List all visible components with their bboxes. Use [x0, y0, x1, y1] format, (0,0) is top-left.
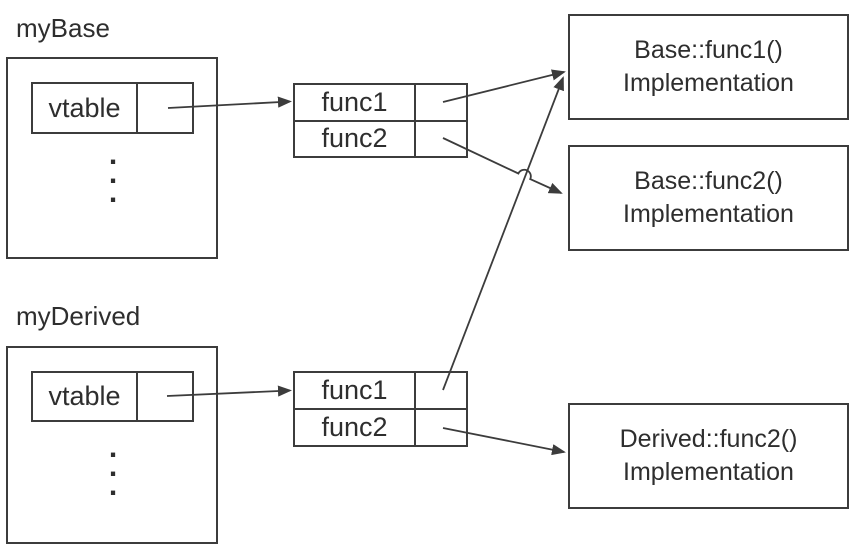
impl-title: Base::func1() [634, 36, 783, 64]
vtable-row-label: func1 [321, 375, 388, 405]
ellipsis-dot: . [108, 157, 118, 190]
vtable-row-func1: func1 [295, 85, 466, 120]
vtable-row-label: func2 [321, 123, 388, 154]
object-label-mybase: myBase [16, 13, 110, 43]
vtable-row-label: func1 [321, 86, 388, 117]
func-pointer-cell [414, 85, 466, 120]
vtable-row-func1: func1 [295, 373, 466, 408]
vtable-slot-mybase: vtable [31, 82, 194, 134]
impl-box-base-func2: Base::func2() Implementation [568, 145, 849, 251]
object-label-myderived: myDerived [16, 301, 141, 331]
vtable-slot-label: vtable [48, 92, 121, 123]
member-ellipsis-myderived: . . . [104, 431, 122, 502]
vtable-table-base: func1 func2 [293, 83, 468, 158]
vtable-slot-myderived: vtable [31, 371, 194, 422]
vtable-pointer-cell [136, 84, 192, 132]
ellipsis-dot: . [108, 450, 118, 483]
ellipsis-dot: . [108, 431, 118, 464]
object-box-myderived: vtable . . . [6, 346, 218, 544]
ellipsis-dot: . [108, 138, 118, 171]
impl-box-derived-func2: Derived::func2() Implementation [568, 403, 849, 509]
func-pointer-cell [414, 121, 466, 156]
member-ellipsis-mybase: . . . [104, 138, 122, 209]
vtable-slot-label: vtable [48, 381, 121, 411]
ellipsis-dot: . [108, 176, 118, 209]
vtable-pointer-cell [136, 373, 192, 420]
impl-subtitle: Implementation [623, 458, 794, 486]
impl-subtitle: Implementation [623, 69, 794, 97]
impl-box-base-func1: Base::func1() Implementation [568, 14, 849, 120]
impl-subtitle: Implementation [623, 200, 794, 228]
vtable-row-func2: func2 [295, 408, 466, 445]
vtable-row-label: func2 [321, 412, 388, 442]
func-pointer-cell [414, 373, 466, 408]
ellipsis-dot: . [108, 469, 118, 502]
impl-title: Derived::func2() [619, 425, 798, 453]
func-pointer-cell [414, 410, 466, 445]
object-box-mybase: vtable . . . [6, 57, 218, 259]
vtable-table-derived: func1 func2 [293, 371, 468, 447]
vtable-row-func2: func2 [295, 119, 466, 156]
impl-title: Base::func2() [634, 167, 783, 195]
